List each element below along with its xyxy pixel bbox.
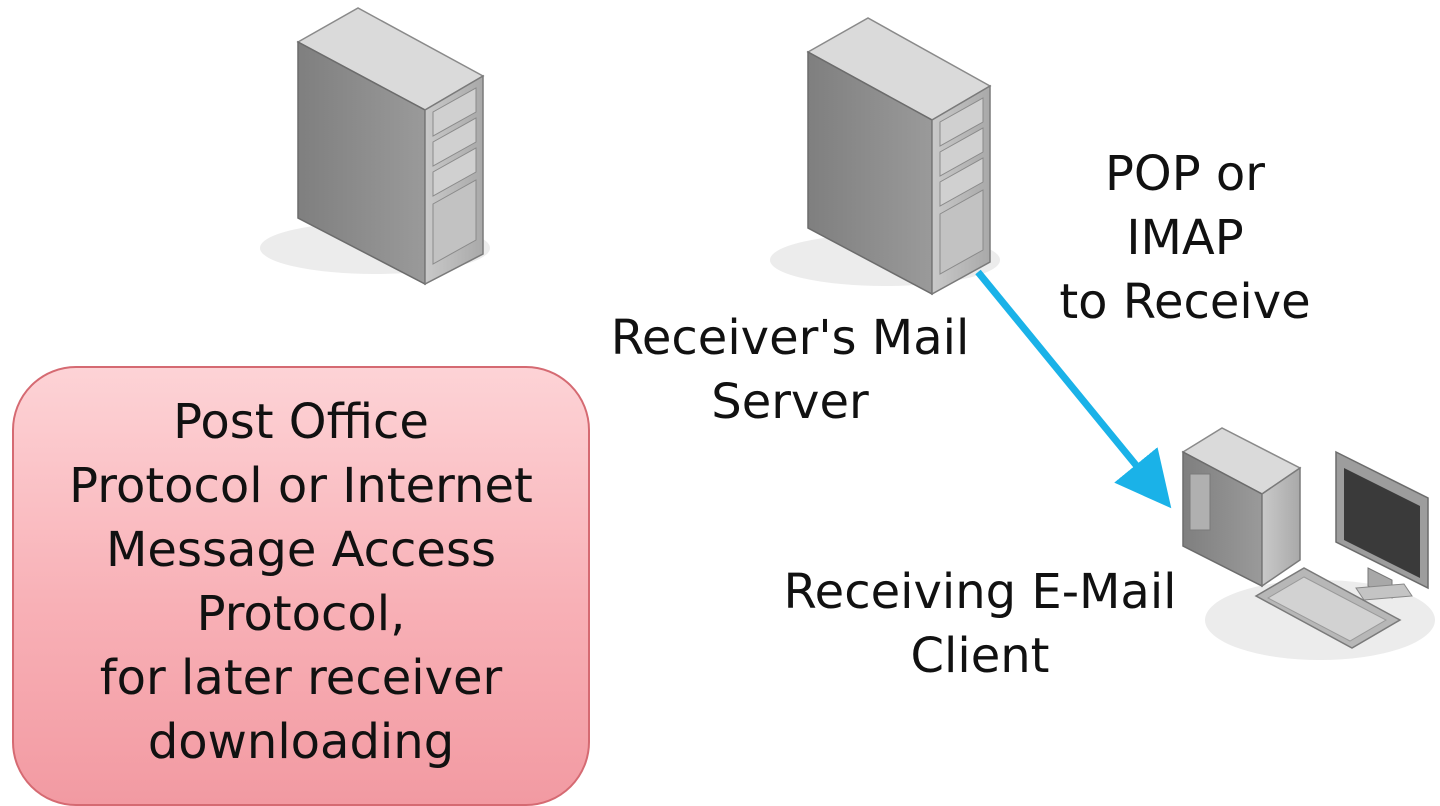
client-label-line: Receiving E-Mail (783, 564, 1177, 620)
diagram-canvas: Receiver's Mail Server POP or IMAP to Re… (12, 7, 1435, 806)
callout-line: downloading (147, 714, 455, 770)
callout-line: Protocol or Internet (69, 458, 533, 514)
client-label-line: Client (910, 628, 1050, 684)
receiver-server-tower-icon (770, 17, 1000, 296)
protocol-callout-box: Post Office Protocol or Internet Message… (12, 366, 590, 806)
pop-imap-arrow (975, 269, 1172, 509)
client-label: Receiving E-Mail Client (760, 560, 1200, 688)
receiver-server-label-line: Receiver's Mail (610, 310, 970, 366)
callout-line: Protocol, (196, 586, 406, 642)
left-server-tower-icon (260, 7, 490, 286)
protocol-label: POP or IMAP to Receive (1040, 142, 1330, 334)
callout-line: for later receiver (99, 650, 503, 706)
protocol-label-line: POP or (1104, 146, 1266, 202)
protocol-label-line: to Receive (1059, 274, 1311, 330)
receiver-server-label-line: Server (711, 374, 869, 430)
callout-text: Post Office Protocol or Internet Message… (14, 390, 588, 774)
diagram-graphics (260, 7, 1435, 660)
callout-line: Post Office (173, 394, 429, 450)
callout-line: Message Access (106, 522, 496, 578)
client-computer-icon (1181, 427, 1435, 660)
protocol-label-line: IMAP (1126, 210, 1244, 266)
receiver-server-label: Receiver's Mail Server (590, 306, 990, 434)
